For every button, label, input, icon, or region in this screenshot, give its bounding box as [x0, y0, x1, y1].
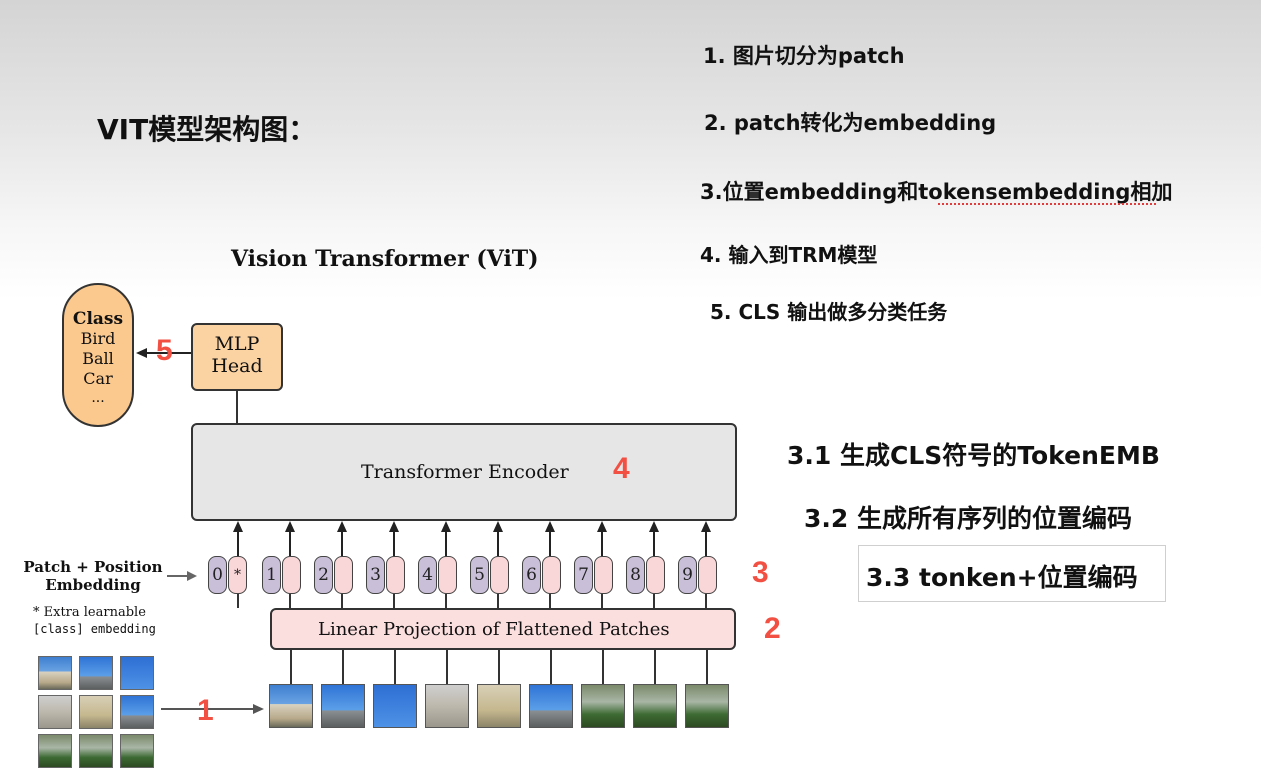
patch-embedding-pill	[334, 556, 353, 594]
extra-learnable-note: * Extra learnable [class] embedding	[33, 604, 156, 638]
image-thumb	[79, 695, 113, 729]
image-thumb	[120, 695, 154, 729]
image-patch	[321, 684, 365, 728]
transformer-encoder-label: Transformer Encoder	[361, 461, 569, 483]
transformer-encoder-box: Transformer Encoder	[191, 423, 737, 521]
mlp-head-line1: MLP	[214, 333, 260, 355]
embedding-label: Patch + Position Embedding	[22, 558, 164, 594]
substep-3-1: 3.1 生成CLS符号的TokenEMB	[787, 441, 1160, 470]
mlp-to-class-arrow	[136, 348, 192, 358]
position-embedding-pill: 8	[626, 556, 645, 594]
class-item: Ball	[82, 349, 114, 368]
marker-5: 5	[156, 334, 173, 367]
image-patch	[529, 684, 573, 728]
marker-1: 1	[197, 694, 214, 727]
token-arrows	[233, 521, 711, 556]
image-thumb	[79, 656, 113, 690]
substep-3-3: 3.3 tonken+位置编码	[866, 563, 1138, 592]
image-patch	[269, 684, 313, 728]
substep-3-2: 3.2 生成所有序列的位置编码	[804, 504, 1132, 533]
spellcheck-underline	[938, 203, 1156, 205]
substep-3-3-box: 3.3 tonken+位置编码	[858, 545, 1166, 602]
image-patch	[633, 684, 677, 728]
patch-embedding-pill	[490, 556, 509, 594]
position-embedding-pill: 1	[262, 556, 281, 594]
image-patch	[581, 684, 625, 728]
position-embedding-pill: 6	[522, 556, 541, 594]
page-heading: VIT模型架构图：	[97, 113, 317, 146]
step-5: 5. CLS 输出做多分类任务	[710, 300, 948, 324]
embedding-label-line1: Patch + Position	[23, 558, 163, 576]
embedding-label-line2: Embedding	[45, 576, 141, 594]
marker-4: 4	[613, 452, 630, 485]
embedding-label-arrow	[167, 571, 197, 581]
step-1: 1. 图片切分为patch	[703, 44, 905, 68]
extra-note-line1: * Extra learnable	[33, 605, 146, 620]
image-thumb	[79, 734, 113, 768]
marker-3: 3	[752, 556, 769, 589]
patch-embedding-pill	[646, 556, 665, 594]
position-embedding-pill: 5	[470, 556, 489, 594]
image-thumb	[120, 734, 154, 768]
class-item: Bird	[80, 329, 116, 348]
step-4: 4. 输入到TRM模型	[700, 243, 878, 267]
patch-embedding-pill	[438, 556, 457, 594]
marker-2: 2	[764, 612, 781, 645]
linear-projection-box: Linear Projection of Flattened Patches	[270, 608, 736, 650]
mlp-connector	[236, 391, 238, 423]
position-embedding-pill: 4	[418, 556, 437, 594]
extra-note-line2: [class] embedding	[33, 622, 156, 636]
image-patch	[425, 684, 469, 728]
image-patch	[685, 684, 729, 728]
mlp-head-box: MLP Head	[191, 323, 283, 391]
image-thumb	[38, 695, 72, 729]
class-item: ...	[91, 390, 105, 406]
patch-embedding-pill	[386, 556, 405, 594]
position-embedding-pill: 9	[678, 556, 697, 594]
patch-embedding-pill	[698, 556, 717, 594]
class-box: Class Bird Ball Car ...	[62, 283, 134, 427]
position-embedding-pill: 2	[314, 556, 333, 594]
diagram-title: Vision Transformer (ViT)	[231, 246, 539, 272]
image-thumb	[120, 656, 154, 690]
position-embedding-pill: 0	[208, 556, 227, 594]
split-arrow	[161, 704, 264, 714]
patch-embedding-pill	[282, 556, 301, 594]
position-embedding-pill: 7	[574, 556, 593, 594]
image-thumb	[38, 656, 72, 690]
position-embedding-pill: 3	[366, 556, 385, 594]
step-2: 2. patch转化为embedding	[704, 111, 997, 135]
patch-embedding-pill	[542, 556, 561, 594]
image-patch	[373, 684, 417, 728]
mlp-head-line2: Head	[211, 355, 263, 377]
step-3: 3.位置embedding和tokensembedding相加	[700, 180, 1173, 204]
patch-embedding-pill	[594, 556, 613, 594]
class-title: Class	[72, 309, 124, 329]
image-thumb	[38, 734, 72, 768]
image-patch	[477, 684, 521, 728]
linear-projection-label: Linear Projection of Flattened Patches	[318, 619, 670, 640]
class-embedding-pill: *	[228, 556, 247, 594]
class-item: Car	[83, 369, 113, 388]
